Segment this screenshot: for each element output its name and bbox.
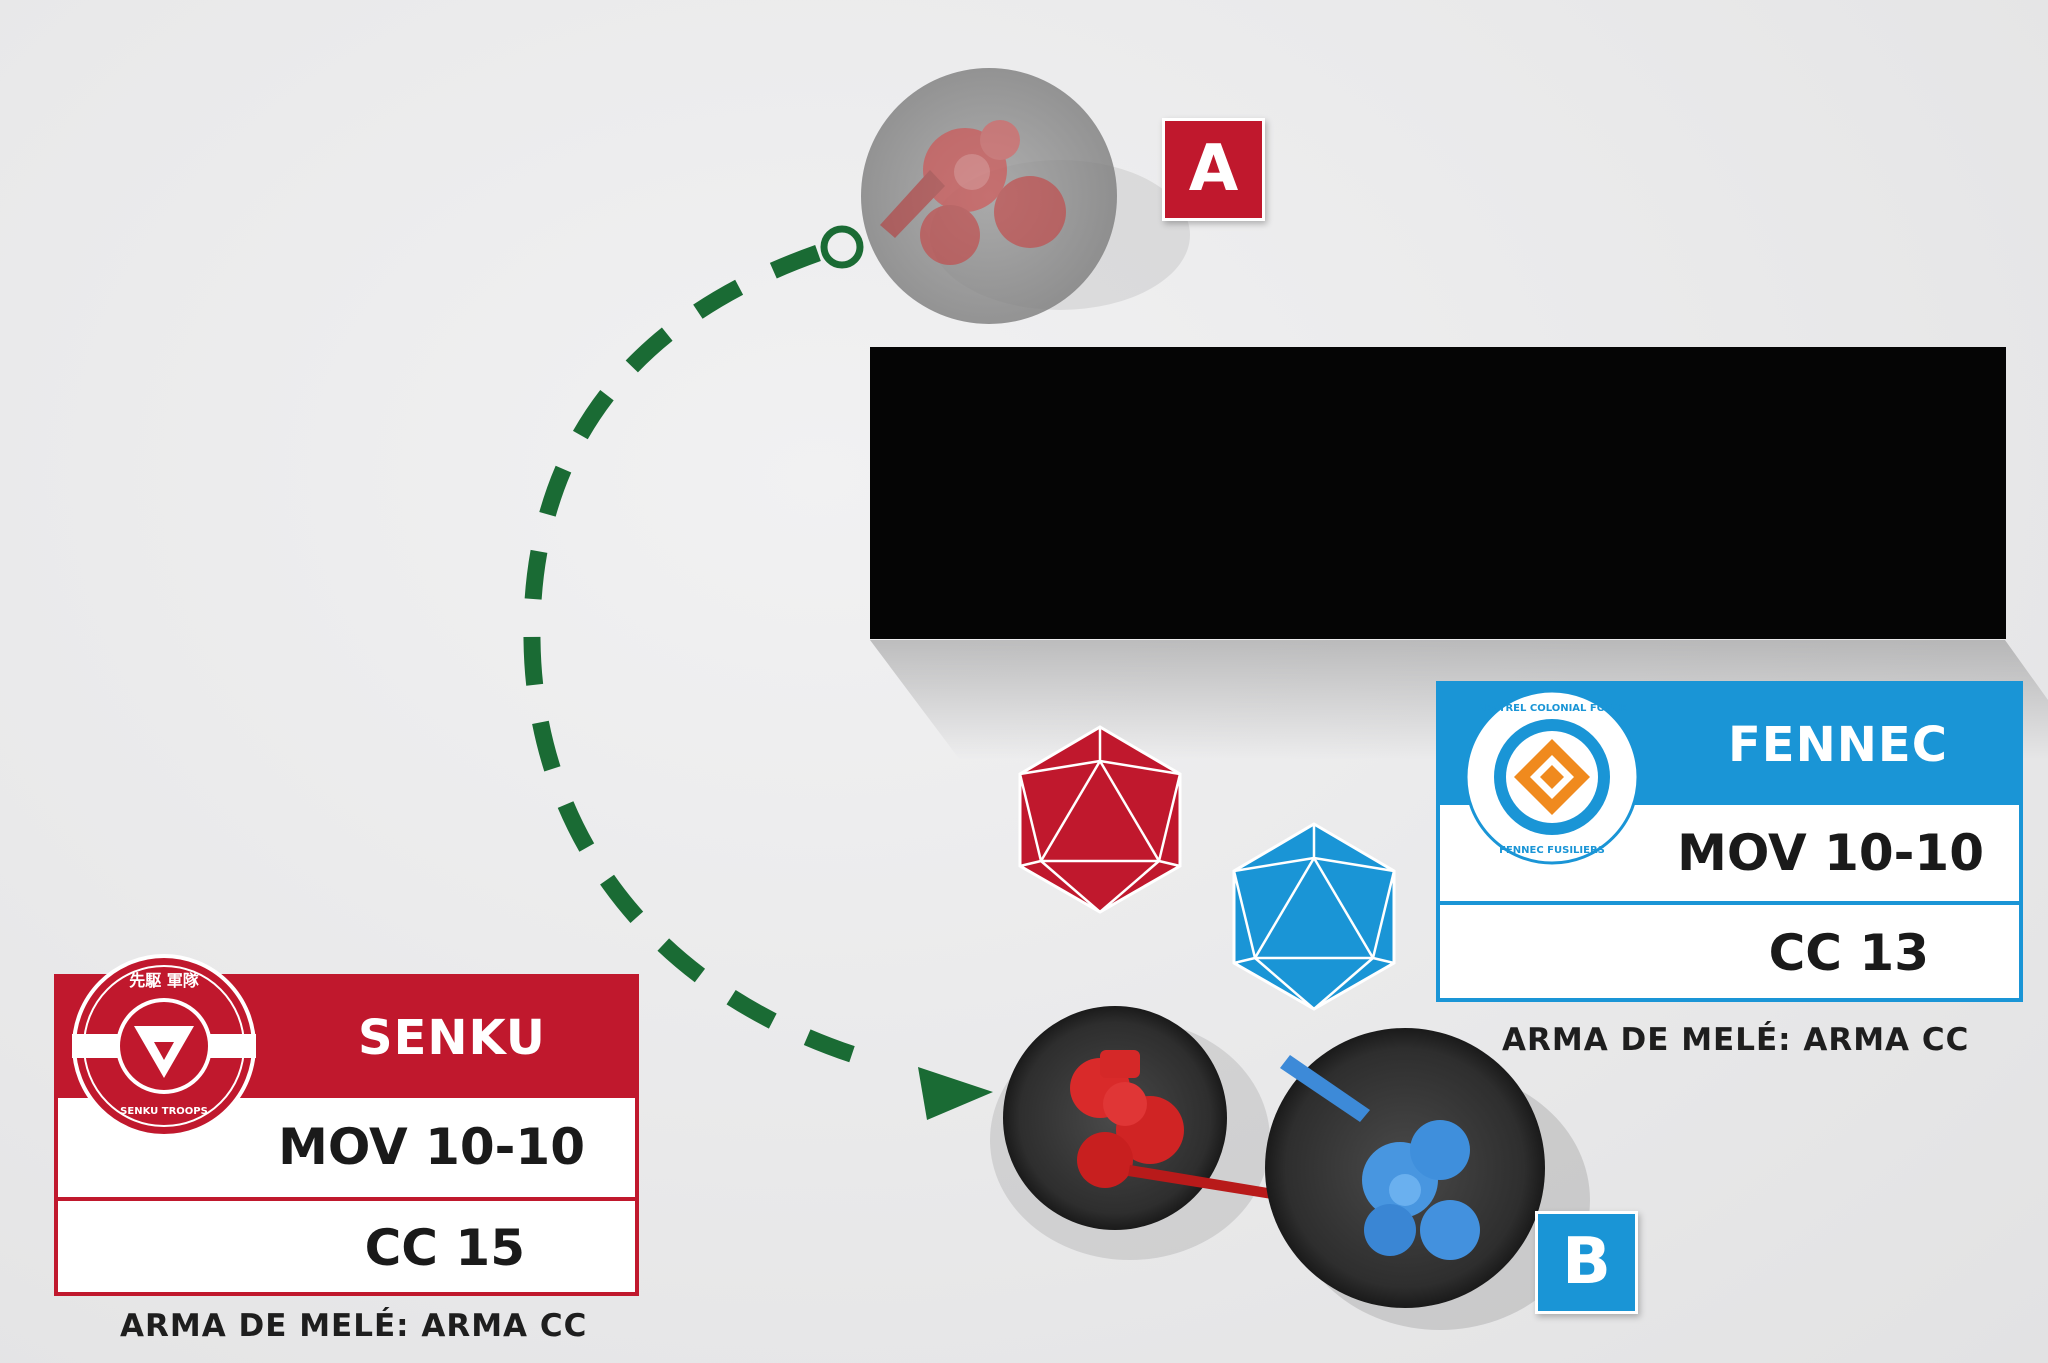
path-arrowhead [918,1067,993,1120]
movement-path [523,225,993,1120]
fennec-stat-card: FENNEC MOV 10-10 CC 13 KESTREL COLONIAL … [1436,681,2023,1002]
fennec-unit-name: FENNEC [1728,717,1948,773]
wall-obstacle [870,347,2006,639]
senku-troops-logo-icon: 先駆 軍隊 SENKU TROOPS [72,954,256,1138]
blue-d20-die-icon [1232,822,1396,1011]
senku-mov-stat: MOV 10-10 [278,1118,585,1176]
red-d20-die-icon [1018,725,1182,914]
fennec-cc-stat: CC 13 [1440,901,2019,998]
ghost-trooper-position-a[interactable] [861,68,1190,324]
fennec-logo-text-bottom: FENNEC FUSILIERS [1499,845,1605,856]
senku-melee-weapon: ARMA DE MELÉ: ARMA CC [120,1308,588,1344]
ghost-miniature [880,120,1066,265]
path-start-ring [820,225,864,269]
position-marker-a[interactable]: A [1162,118,1265,221]
fennec-melee-weapon: ARMA DE MELÉ: ARMA CC [1502,1022,1970,1058]
senku-cc-stat: CC 15 [58,1197,635,1292]
senku-logo-text-bottom: SENKU TROOPS [120,1106,208,1117]
position-marker-b[interactable]: B [1535,1211,1638,1314]
senku-trooper-miniature[interactable] [990,1006,1280,1260]
senku-stat-card: SENKU MOV 10-10 CC 15 先駆 軍隊 SENKU TROOPS [54,954,639,1296]
fennec-fusiliers-logo-icon: KESTREL COLONIAL FORCE FENNEC FUSILIERS [1464,689,1640,865]
fennec-logo-text-top: KESTREL COLONIAL FORCE [1477,703,1627,714]
fennec-trooper-miniature[interactable] [1265,1028,1590,1330]
senku-unit-name: SENKU [358,1010,546,1066]
senku-logo-text-top: 先駆 軍隊 [129,971,200,990]
fennec-mov-stat: MOV 10-10 [1677,824,1984,882]
dashed-path [523,244,873,1069]
